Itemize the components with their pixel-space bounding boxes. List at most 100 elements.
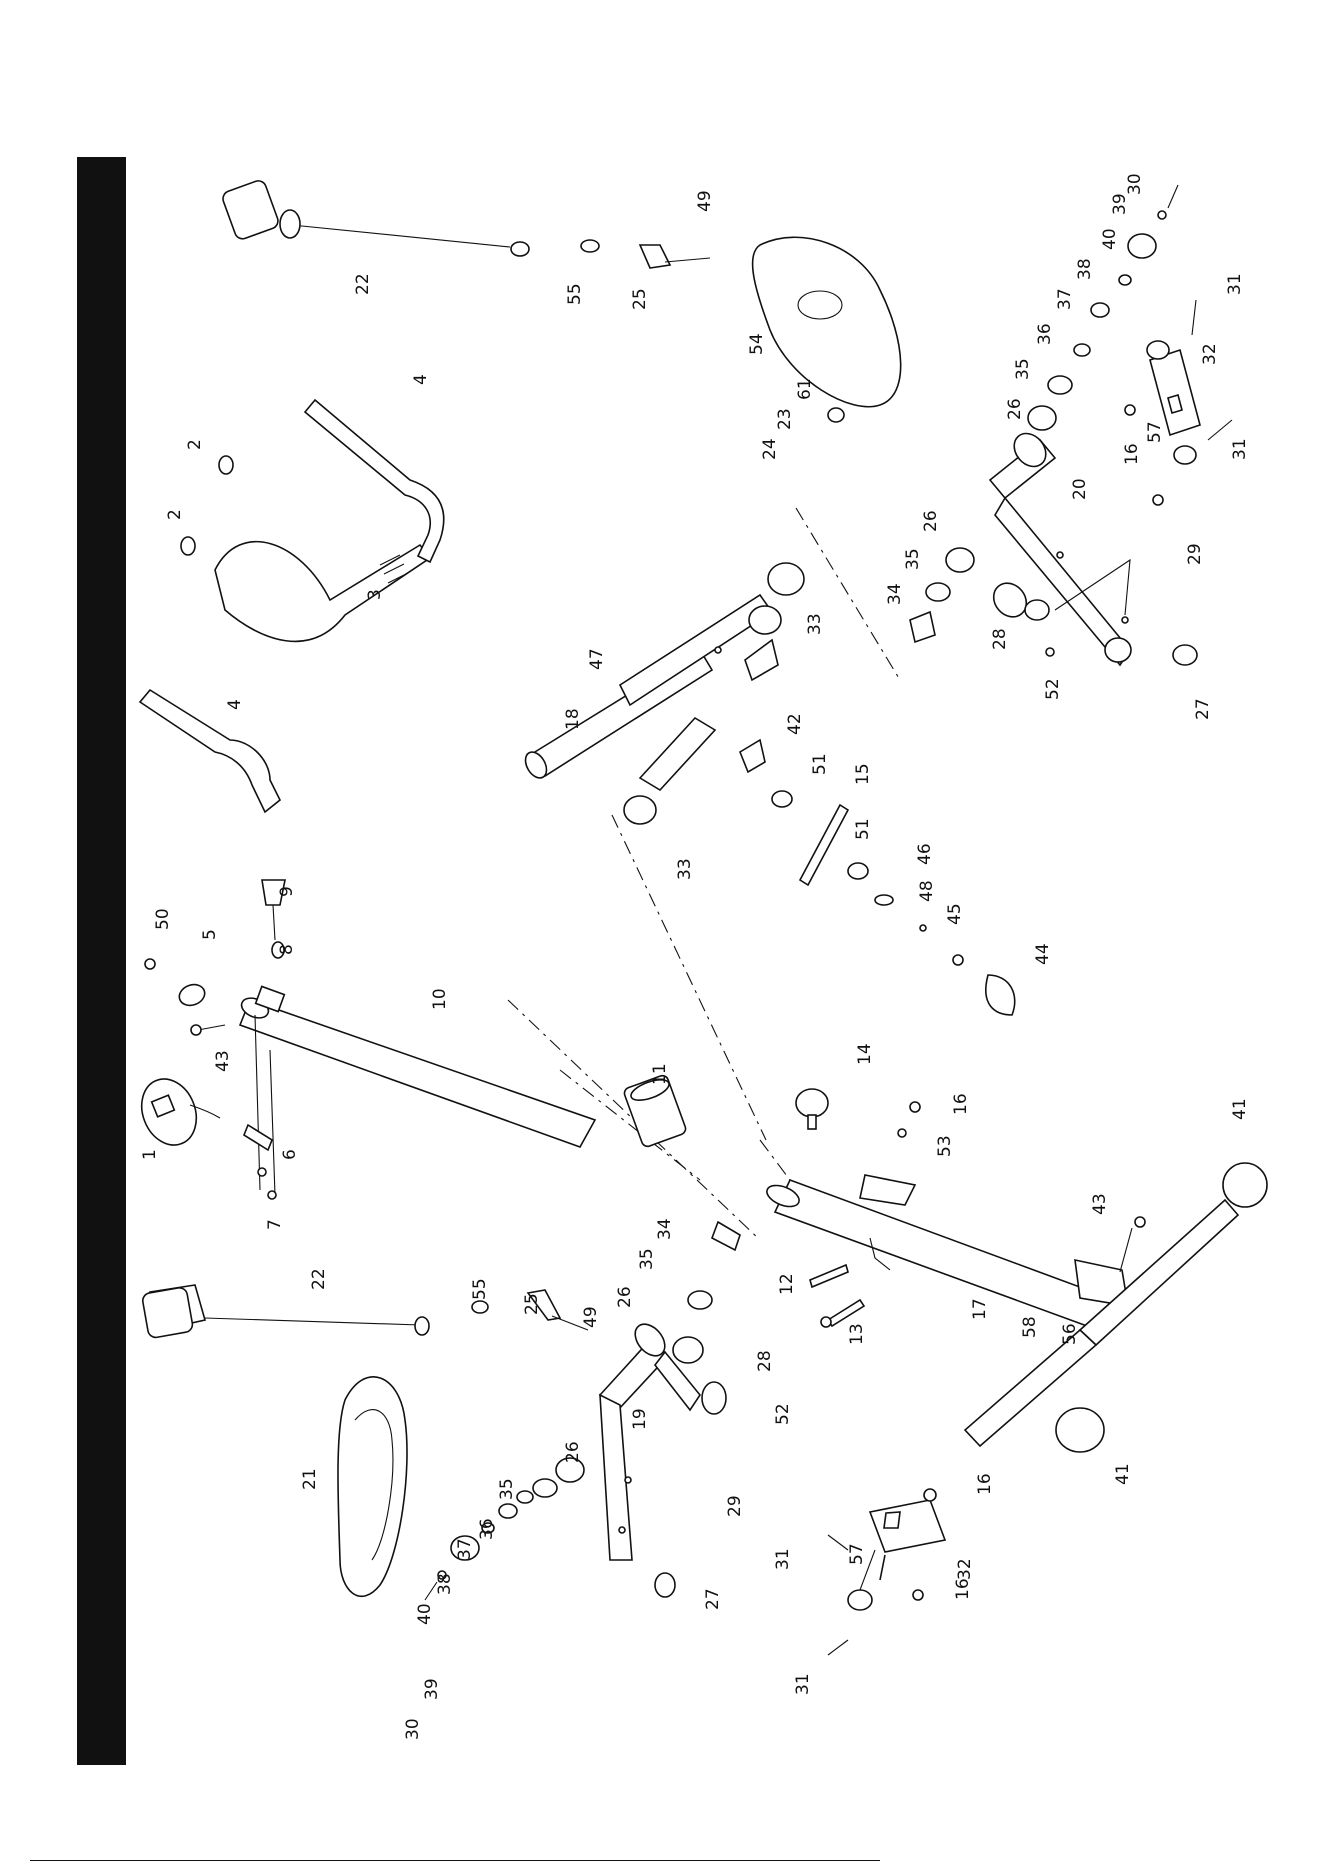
label-17: 17 [970, 1298, 990, 1320]
clip-right-part [581, 240, 710, 268]
label-21: 21 [300, 1468, 320, 1490]
label-33: 33 [805, 613, 825, 635]
knob-part [796, 1089, 828, 1129]
label-28: 28 [990, 628, 1010, 650]
label-4: 4 [225, 699, 245, 710]
label-57: 57 [1145, 421, 1165, 443]
label-48: 48 [917, 880, 937, 902]
label-5: 5 [200, 929, 220, 940]
label-26: 26 [615, 1286, 635, 1308]
handle-cable-right-part [221, 179, 529, 256]
shock-right-part [1125, 300, 1232, 505]
label-54: 54 [747, 333, 767, 355]
label-34: 34 [655, 1218, 675, 1240]
label-7: 7 [265, 1219, 285, 1230]
label-34: 34 [885, 583, 905, 605]
label-24: 24 [760, 438, 780, 460]
label-2: 2 [165, 509, 185, 520]
label-29: 29 [1185, 543, 1205, 565]
label-51: 51 [810, 753, 830, 775]
label-44: 44 [1033, 943, 1053, 965]
label-14: 14 [855, 1043, 875, 1065]
center-frame-part [521, 595, 781, 790]
pedal-right-part [753, 237, 901, 422]
label-45: 45 [945, 903, 965, 925]
label-3: 3 [365, 589, 385, 600]
screw-part [810, 1265, 864, 1327]
label-27: 27 [703, 1588, 723, 1610]
label-31: 31 [1225, 273, 1245, 295]
label-16: 16 [1122, 443, 1142, 465]
guide-line-lower [760, 1140, 790, 1180]
label-25: 25 [630, 288, 650, 310]
label-43: 43 [1090, 1193, 1110, 1215]
label-39: 39 [1110, 193, 1130, 215]
label-26: 26 [563, 1441, 583, 1463]
label-26: 26 [1005, 398, 1025, 420]
label-30: 30 [1125, 173, 1145, 195]
label-52: 52 [773, 1403, 793, 1425]
label-40: 40 [1100, 228, 1120, 250]
label-19: 19 [630, 1408, 650, 1430]
label-43: 43 [213, 1050, 233, 1072]
label-25: 25 [522, 1293, 542, 1315]
shock-part [828, 1489, 945, 1655]
label-56: 56 [1060, 1323, 1080, 1345]
bottom-rule [30, 1860, 880, 1861]
label-20: 20 [1070, 478, 1090, 500]
label-49: 49 [695, 190, 715, 212]
label-22: 22 [353, 273, 373, 295]
label-30: 30 [403, 1718, 423, 1740]
label-9: 9 [277, 886, 297, 897]
label-35: 35 [637, 1248, 657, 1270]
upright-tube-part [239, 986, 595, 1195]
label-38: 38 [1075, 258, 1095, 280]
label-41: 41 [1113, 1463, 1133, 1485]
label-15: 15 [853, 763, 873, 785]
label-27: 27 [1193, 698, 1213, 720]
label-61: 61 [795, 378, 815, 400]
label-16: 16 [951, 1093, 971, 1115]
label-10: 10 [430, 988, 450, 1010]
label-22: 22 [309, 1268, 329, 1290]
label-13: 13 [847, 1323, 867, 1345]
label-23: 23 [775, 408, 795, 430]
label-53: 53 [935, 1135, 955, 1157]
handlebar-part [215, 542, 430, 642]
label-36: 36 [1035, 323, 1055, 345]
console-part [132, 1071, 220, 1154]
label-8: 8 [277, 944, 297, 955]
part-labels: 1 2 2 3 4 4 5 6 7 8 9 10 11 12 13 14 15 … [140, 173, 1250, 1740]
label-39: 39 [422, 1678, 442, 1700]
label-41: 41 [1230, 1098, 1250, 1120]
roller-part [655, 1382, 726, 1597]
label-36: 36 [477, 1518, 497, 1540]
pedal-part [338, 1377, 407, 1597]
label-32: 32 [1200, 343, 1220, 365]
label-26: 26 [921, 510, 941, 532]
label-31: 31 [773, 1548, 793, 1570]
label-49: 49 [581, 1306, 601, 1328]
cap-right-part [181, 456, 233, 555]
label-47: 47 [587, 648, 607, 670]
label-12: 12 [777, 1273, 797, 1295]
label-37: 37 [455, 1538, 475, 1560]
label-4: 4 [411, 374, 431, 385]
label-6: 6 [280, 1149, 300, 1160]
label-18: 18 [563, 708, 583, 730]
label-52: 52 [1043, 678, 1063, 700]
label-31: 31 [1230, 438, 1250, 460]
label-35: 35 [1013, 358, 1033, 380]
label-35: 35 [497, 1478, 517, 1500]
label-1: 1 [140, 1149, 160, 1160]
label-32: 32 [955, 1558, 975, 1580]
label-2: 2 [185, 439, 205, 450]
label-37: 37 [1055, 288, 1075, 310]
main-frame-part [764, 1175, 1238, 1446]
label-57: 57 [847, 1543, 867, 1565]
label-31: 31 [793, 1673, 813, 1695]
label-46: 46 [915, 843, 935, 865]
label-16: 16 [975, 1473, 995, 1495]
label-16: 16 [953, 1578, 973, 1600]
